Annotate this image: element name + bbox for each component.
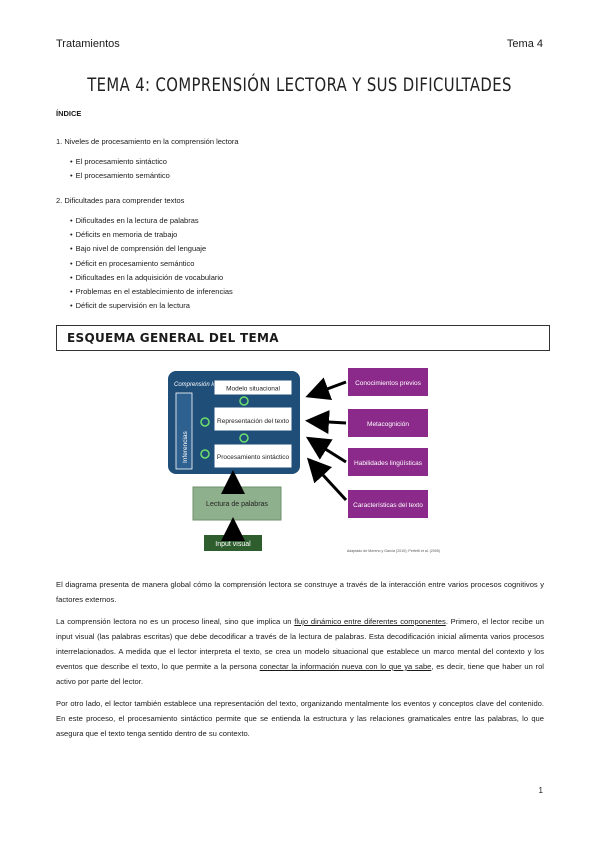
list-item: Dificultades en la adquisición de vocabu… [70, 271, 233, 285]
text-span: . Primero, el lector recibe un input vis… [56, 617, 544, 671]
schema-header-box: ESQUEMA GENERAL DEL TEMA [56, 325, 550, 351]
factor-label: Habilidades lingüísticas [354, 460, 423, 467]
page-title: TEMA 4: COMPRENSIÓN LECTORA Y SUS DIFICU… [87, 74, 512, 96]
factor-arrows [305, 377, 348, 502]
section-heading: 1. Niveles de procesamiento en la compre… [56, 137, 239, 146]
level-text-representation [213, 406, 293, 432]
factor-linguistic-skills [348, 448, 428, 476]
level-syntactic-processing [213, 443, 293, 469]
arrow-left-icon [305, 410, 347, 435]
list-item: Déficits en memoria de trabajo [70, 228, 233, 242]
text-span: La comprensión lectora no es un proceso … [56, 617, 295, 626]
list-item: El procesamiento sintáctico [70, 155, 239, 169]
underlined-text: flujo dinámico entre diferentes componen… [294, 617, 446, 626]
paragraph-1: El diagrama presenta de manera global có… [56, 580, 544, 604]
level-situational-model [213, 379, 293, 396]
header-course: Tratamientos [56, 38, 120, 50]
factor-metacognition [348, 409, 428, 437]
level-label: Procesamiento sintáctico [217, 454, 290, 461]
index-heading: ÍNDICE [56, 109, 82, 118]
visual-input-label: Input visual [215, 541, 251, 548]
arrow-left-icon [306, 457, 348, 502]
inferences-label: Inferencias [182, 430, 189, 463]
list-item: Problemas en el establecimiento de infer… [70, 285, 233, 299]
list-item: El procesamiento semántico [70, 169, 239, 183]
section-list: El procesamiento sintáctico El procesami… [56, 155, 239, 183]
visual-input-box [204, 535, 262, 551]
cycle-icon [200, 396, 249, 459]
factor-label: Características del texto [353, 502, 423, 509]
list-item: Bajo nivel de comprensión del lenguaje [70, 242, 233, 256]
arrow-left-icon [305, 377, 347, 400]
word-reading-label: Lectura de palabras [206, 501, 268, 508]
section-list: Dificultades en la lectura de palabras D… [56, 214, 233, 313]
list-item: Dificultades en la lectura de palabras [70, 214, 233, 228]
list-item: Déficit de supervisión en la lectura [70, 299, 233, 313]
inferences-strip [175, 392, 193, 470]
text-span: , es decir, tiene que haber un rol activ… [56, 662, 544, 686]
paragraph-3: Por otro lado, el lector también estable… [56, 699, 544, 738]
underlined-text: conectar la información nueva con lo que… [259, 662, 432, 671]
arrow-left-icon [305, 436, 347, 464]
comprehension-label: Comprensión lectora [174, 382, 230, 388]
diagram-caption: Adaptado de Moreno y García (2010); Perf… [347, 549, 440, 553]
factor-prior-knowledge [348, 368, 428, 396]
factor-text-characteristics [348, 490, 428, 518]
schema-title: ESQUEMA GENERAL DEL TEMA [67, 331, 279, 345]
list-item: Déficit en procesamiento semántico [70, 257, 233, 271]
level-label: Modelo situacional [226, 386, 280, 393]
section-1: 1. Niveles de procesamiento en la compre… [56, 137, 239, 183]
level-label: Representación del texto [217, 418, 289, 425]
section-heading: 2. Dificultades para comprender textos [56, 196, 185, 205]
factor-label: Metacognición [367, 421, 409, 428]
header-topic: Tema 4 [506, 38, 543, 50]
page-number: 1 [538, 786, 543, 795]
factor-label: Conocimientos previos [355, 380, 422, 387]
paragraph-2: La comprensión lectora no es un proceso … [56, 614, 544, 689]
section-2: 2. Dificultades para comprender textos D… [56, 196, 233, 313]
